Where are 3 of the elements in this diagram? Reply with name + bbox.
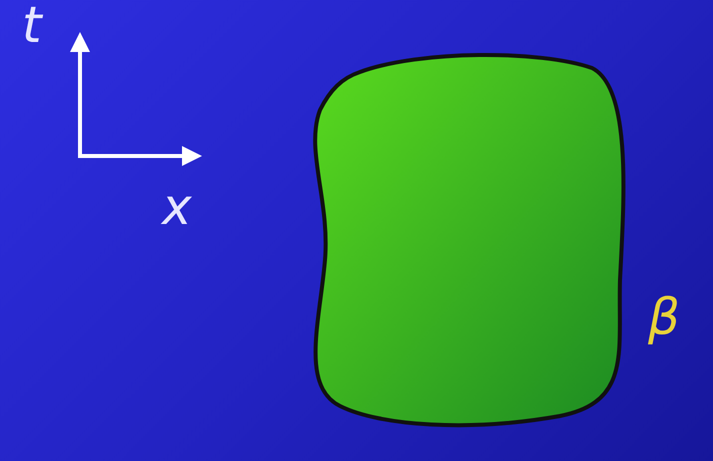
axis-label: t [22,0,42,50]
axis-label: x [162,182,192,232]
region-label: β [648,292,680,342]
